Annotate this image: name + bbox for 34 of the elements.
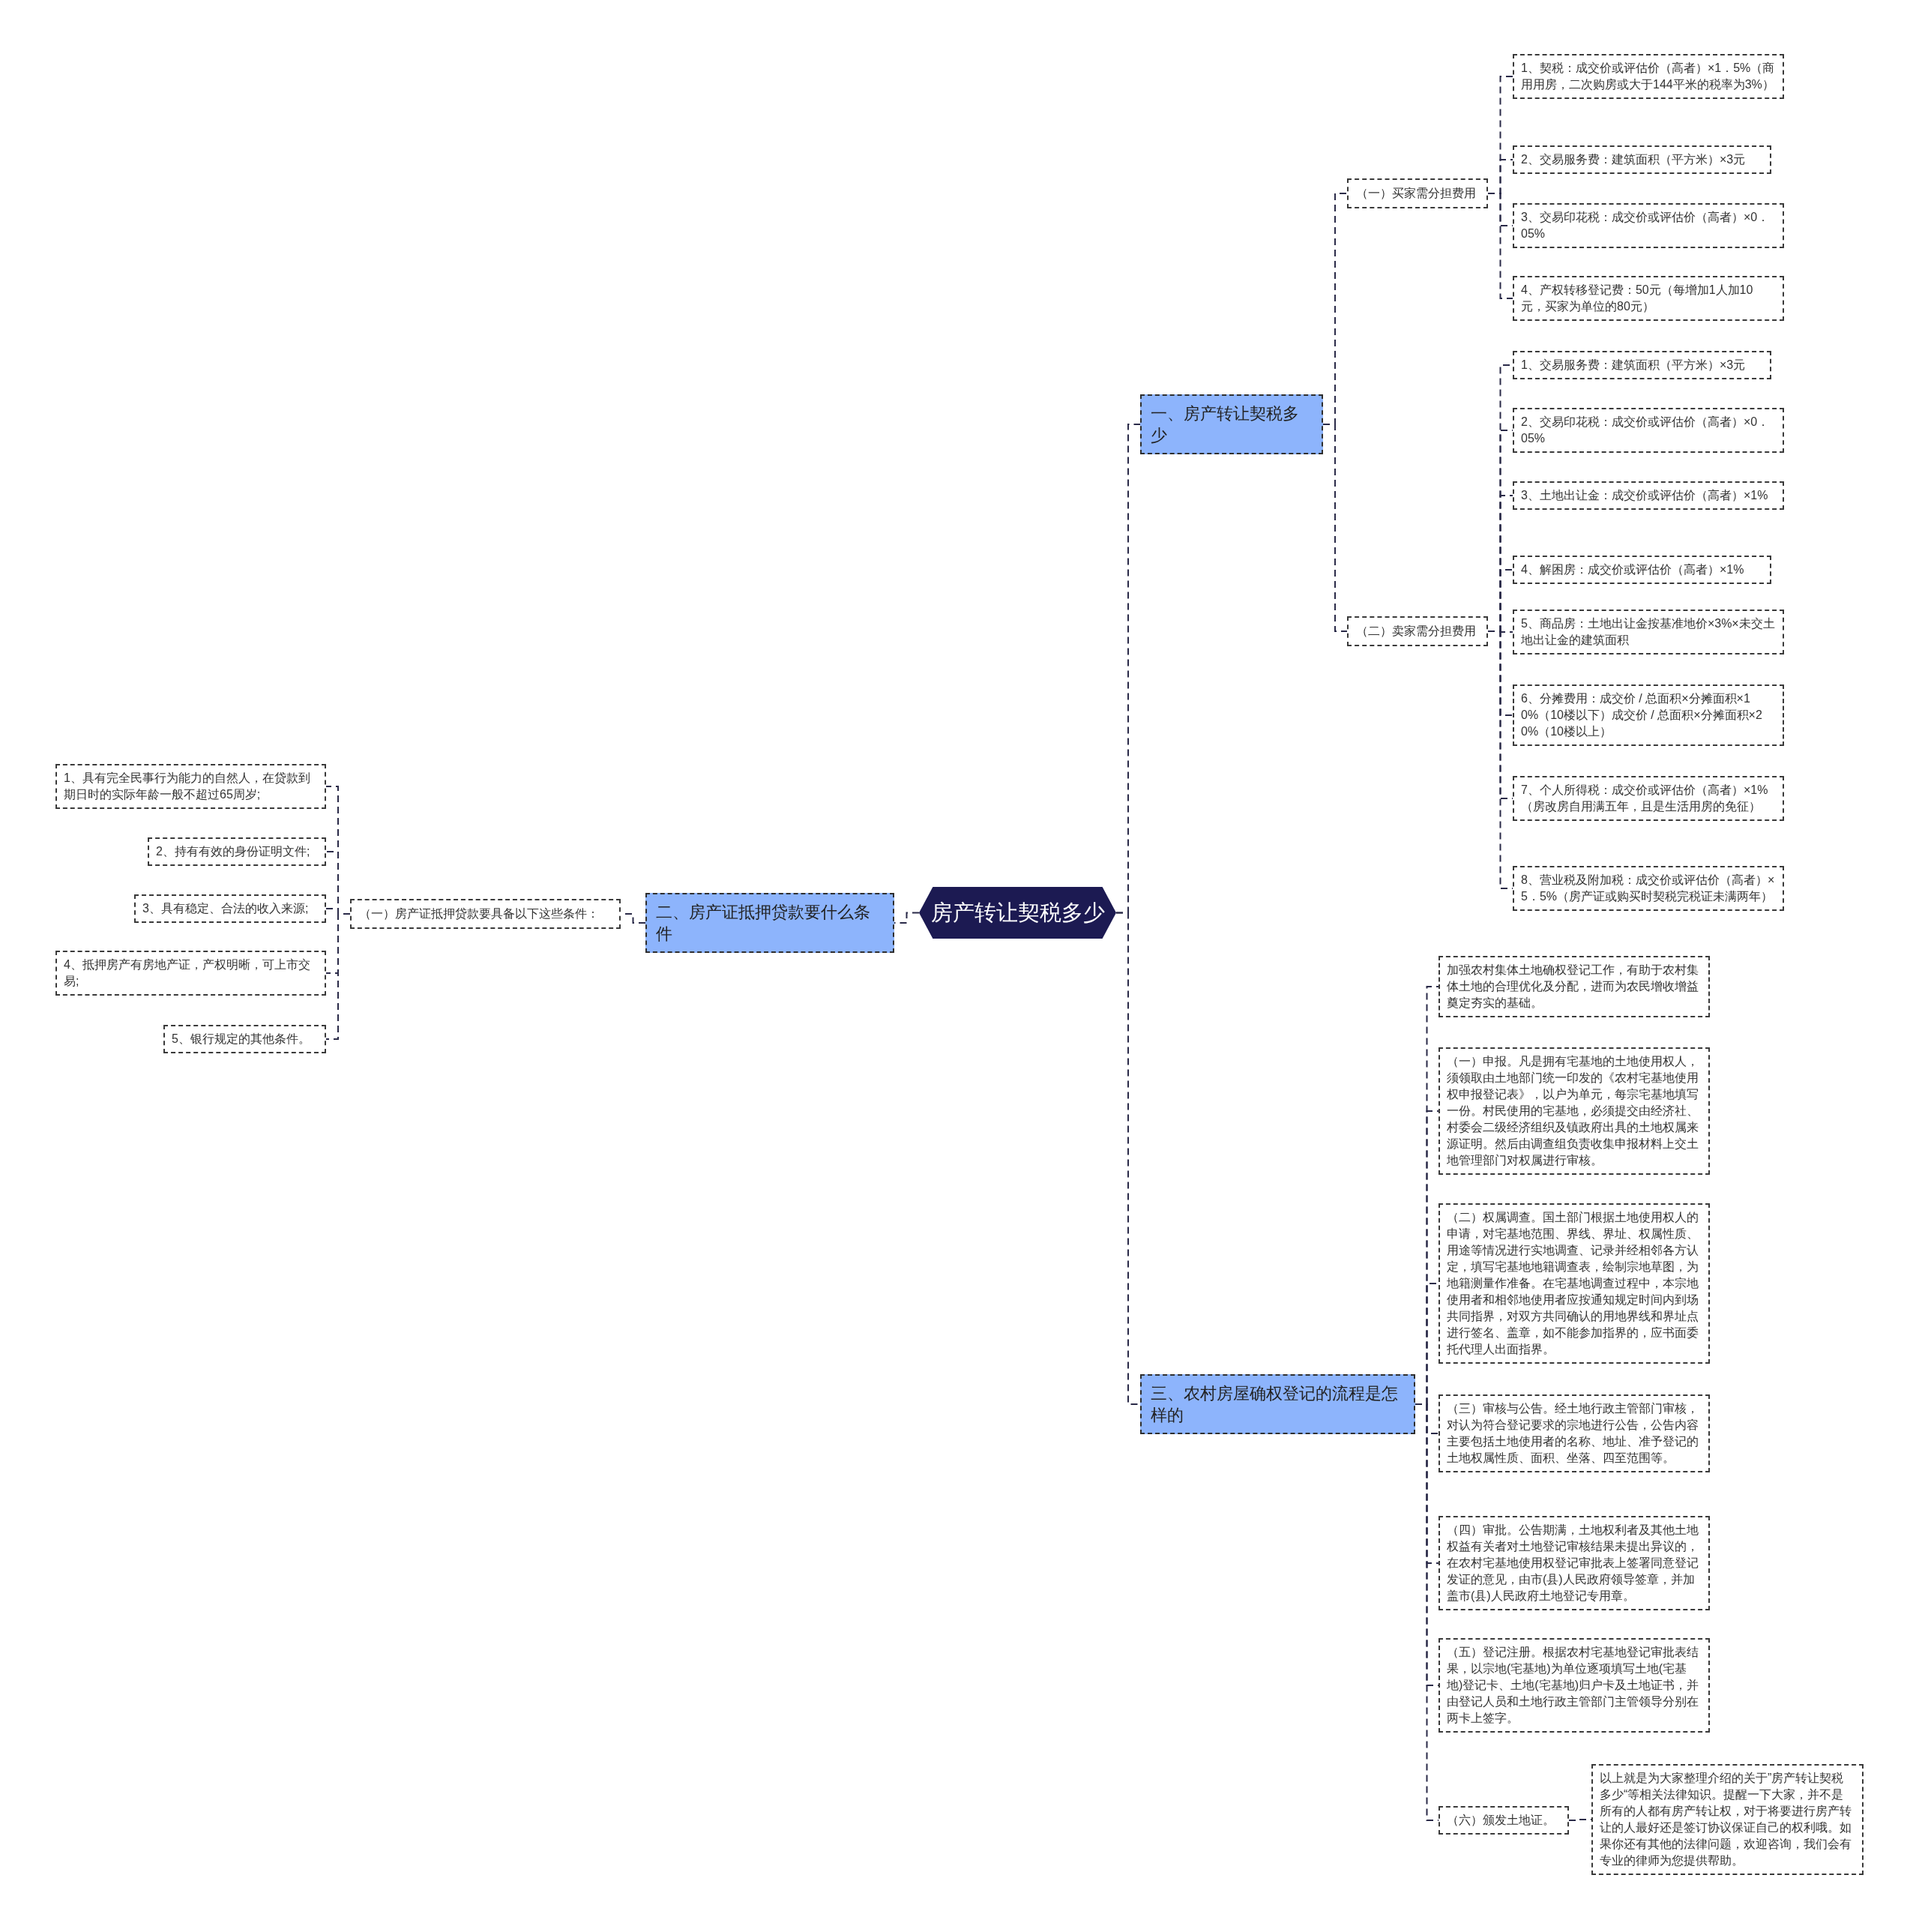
branch-topic-box: 三、农村房屋确权登记的流程是怎样的 <box>1140 1374 1415 1434</box>
text-box: 2、持有有效的身份证明文件; <box>148 837 326 866</box>
text-box: 8、营业税及附加税：成交价或评估价（高者）×5．5%（房产证或购买时契税完税证未满两年） <box>1513 866 1784 911</box>
text-box: 2、交易服务费：建筑面积（平方米）×3元 <box>1513 145 1771 174</box>
text-box: 加强农村集体土地确权登记工作，有助于农村集体土地的合理优化及分配，进而为农民增收增益奠定夯实的基础。 <box>1439 956 1710 1017</box>
text-box: 4、解困房：成交价或评估价（高者）×1% <box>1513 556 1771 584</box>
text-box: 7、个人所得税：成交价或评估价（高者）×1%（房改房自用满五年，且是生活用房的免征） <box>1513 776 1784 821</box>
connector-line <box>1487 193 1513 299</box>
text-box: 1、交易服务费：建筑面积（平方米）×3元 <box>1513 351 1771 379</box>
text-box: （四）审批。公告期满，土地权利者及其他土地权益有关者对土地登记审核结果未提出异议的，在农村宅基地使用权登记审批表上签署同意登记发证的意见，由市(县)人民政府领导签章，并加盖市(县)人民政府土地登记专用章。 <box>1439 1516 1710 1610</box>
text-box: 以上就是为大家整理介绍的关于”房产转让契税多少“等相关法律知识。提醒一下大家，并不是所有的人都有房产转让权，对于将要进行房产转让的人最好还是签订协议保证自己的权利哦。如果你还有其他的法律问题，欢迎咨询，我们会有专业的律师为您提供帮助。 <box>1591 1764 1864 1875</box>
connector-line <box>325 913 351 1040</box>
text-box: （三）审核与公告。经土地行政主管部门审核，对认为符合登记要求的宗地进行公告，公告内容主要包括土地使用者的名称、地址、准予登记的土地权属性质、面积、坐落、四至范围等。 <box>1439 1394 1710 1472</box>
text-box: 2、交易印花税：成交价或评估价（高者）×0．05% <box>1513 408 1784 453</box>
text-box: （二）权属调查。国土部门根据土地使用权人的申请，对宅基地范围、界线、界址、权属性质、用途等情况进行实地调查、记录并经相邻各方认定，填写宅基地地籍调查表，绘制宗地草图，为地籍测量作准备。在宅基地调查过程中，本宗地使用者和相邻地使用者应按通知规定时间内到场共同指界，对双方共同确认的用地界线和界址点进行签名、盖章，如不能参加指界的，应书面委托代理人出面指界。 <box>1439 1203 1710 1364</box>
text-box: 3、交易印花税：成交价或评估价（高者）×0．05% <box>1513 203 1784 248</box>
text-box: 3、具有稳定、合法的收入来源; <box>134 894 326 923</box>
branch-topic-box: 一、房产转让契税多少 <box>1140 394 1323 454</box>
text-box: 5、商品房：土地出让金按基准地价×3%×未交土地出让金的建筑面积 <box>1513 610 1784 654</box>
text-box: 6、分摊费用：成交价 / 总面积×分摊面积×10%（10楼以下）成交价 / 总面积×分摊面积×20%（10楼以上） <box>1513 684 1784 746</box>
text-box: （五）登记注册。根据农村宅基地登记审批表结果，以宗地(宅基地)为单位逐项填写土地(宅基地)登记卡、土地(宅基地)归户卡及土地证书，并由登记人员和土地行政主管部门主管领导分别在两卡上签字。 <box>1439 1638 1710 1733</box>
text-box: 4、产权转移登记费：50元（每增加1人加10元，买家为单位的80元） <box>1513 276 1784 321</box>
text-box: （一）申报。凡是拥有宅基地的土地使用权人，须领取由土地部门统一印发的《农村宅基地使用权申报登记表》，以户为单元，每宗宅基地填写一份。村民使用的宅基地，必须提交由经济社、村委会二级经济组织及镇政府出具的土地权属来源证明。然后由调查组负责收集申报材料上交土地管理部门对权属进行审核。 <box>1439 1047 1710 1175</box>
branch-topic-box: 二、房产证抵押贷款要什么条件 <box>645 893 894 953</box>
text-box: 3、土地出让金：成交价或评估价（高者）×1% <box>1513 481 1784 510</box>
text-box: 1、具有完全民事行为能力的自然人，在贷款到期日时的实际年龄一般不超过65周岁; <box>55 764 326 809</box>
subtopic-box: （一）买家需分担费用 <box>1347 178 1488 208</box>
text-box: 1、契税：成交价或评估价（高者）×1．5%（商用用房，二次购房或大于144平米的税率为3%） <box>1513 54 1784 99</box>
connector-line <box>1322 424 1348 632</box>
subtopic-box: （一）房产证抵押贷款要具备以下这些条件： <box>350 899 621 929</box>
text-box: （六）颁发土地证。 <box>1439 1806 1569 1835</box>
text-box: 5、银行规定的其他条件。 <box>163 1025 326 1053</box>
text-box: 4、抵押房产有房地产证，产权明晰，可上市交易; <box>55 951 326 996</box>
subtopic-box: （二）卖家需分担费用 <box>1347 616 1488 646</box>
